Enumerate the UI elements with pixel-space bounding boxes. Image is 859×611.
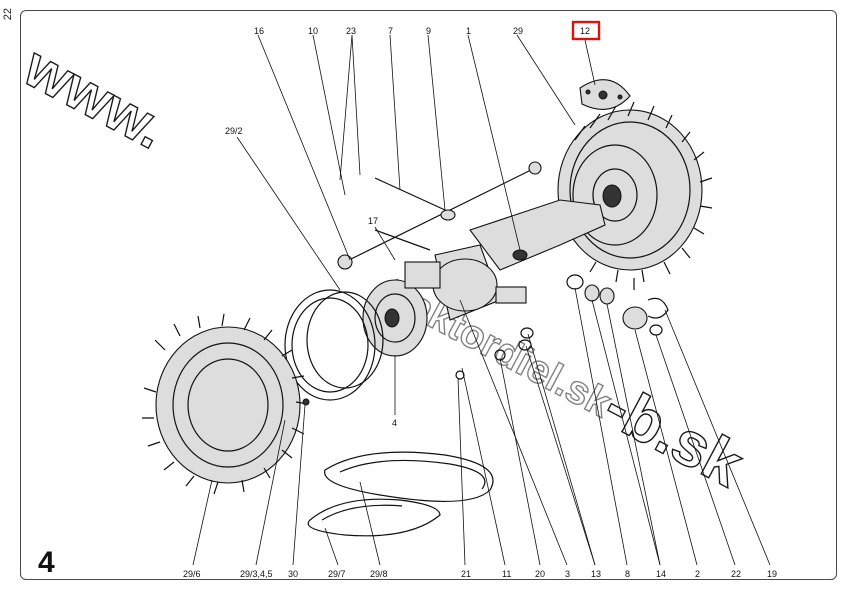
callout-label: 29/7 [328,569,346,579]
callout-label: 20 [535,569,545,579]
callout-labels-top: 16 10 23 7 9 1 29 12 [254,26,590,36]
watermark-top: www. [13,34,176,162]
callout-label: 9 [426,26,431,36]
callout-label: 30 [288,569,298,579]
figure-number: 4 [38,546,55,579]
page-frame [20,10,837,580]
callout-label: 22 [731,569,741,579]
watermark-bottom: -b.sk [593,371,754,500]
callout-label: 7 [388,26,393,36]
left-hub [362,261,441,357]
callout-label: 4 [392,418,397,428]
small-parts [302,229,669,406]
axle-housing [432,199,606,321]
callout-label-highlighted: 12 [580,26,590,36]
callout-label: 16 [254,26,264,36]
callout-label: 8 [625,569,630,579]
right-wheel [557,101,713,283]
callout-labels-middle: 29/2 17 4 [225,126,397,428]
callout-label: 21 [461,569,471,579]
tie-rod [337,161,542,270]
callout-label: 29/3,4,5 [240,569,273,579]
callout-label: 11 [502,569,511,579]
callout-label: 19 [767,569,777,579]
callout-label: 3 [565,569,570,579]
callout-label: 17 [368,216,378,226]
callout-label: 1 [466,26,471,36]
callout-label: 2 [695,569,700,579]
callout-label: 23 [346,26,356,36]
inner-tube [307,451,494,537]
wheel-rim [284,289,384,401]
callout-label: 29/8 [370,569,388,579]
callout-label: 14 [656,569,666,579]
callout-label: 10 [308,26,318,36]
callout-label: 29 [513,26,523,36]
callout-label: 13 [591,569,601,579]
callout-label: 29/2 [225,126,243,136]
left-tyre [142,313,309,495]
highlight-box [571,20,601,41]
callout-labels-bottom: 29/6 29/3,4,5 30 29/7 29/8 21 11 20 3 13… [183,569,777,579]
part-12-plate [579,79,631,110]
callout-label: 29/6 [183,569,201,579]
leader-lines [192,34,771,566]
